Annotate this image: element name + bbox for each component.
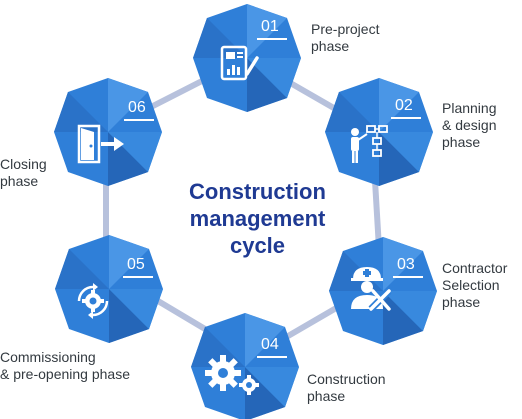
number-underline	[257, 356, 287, 358]
cycle-gear-icon	[77, 283, 109, 319]
phase-number-02: 02	[395, 97, 413, 114]
diagram-title: Construction management cycle	[189, 179, 326, 258]
phase-node-06: 06	[52, 76, 164, 188]
phase-node-05-shape	[55, 235, 163, 343]
gears-icon	[205, 355, 259, 395]
phase-number-06: 06	[128, 99, 146, 116]
document-chart-icon	[220, 45, 259, 81]
phase-node-05: 05	[53, 233, 165, 345]
number-underline	[123, 276, 153, 278]
phase-label-06: Closing phase	[0, 156, 47, 189]
phase-node-03: 03	[327, 235, 439, 347]
phase-node-02: 02	[323, 76, 435, 188]
phase-label-01: Pre-project phase	[311, 21, 380, 54]
phase-label-03: Contractor Selection phase	[442, 260, 508, 310]
exit-door-icon	[77, 124, 124, 164]
phase-number-05: 05	[127, 256, 145, 273]
number-underline	[124, 119, 154, 121]
worker-tools-icon	[351, 267, 392, 312]
number-underline	[257, 38, 287, 40]
phase-node-04: 04	[189, 311, 301, 419]
phase-label-05: Commissioning & pre-opening phase	[0, 349, 130, 382]
presenter-flowchart-icon	[351, 125, 388, 163]
phase-node-04-shape	[191, 313, 299, 419]
number-underline	[391, 117, 421, 119]
phase-number-03: 03	[397, 256, 415, 273]
phase-node-01: 01	[191, 2, 303, 114]
phase-number-04: 04	[261, 336, 279, 353]
phase-label-02: Planning & design phase	[442, 100, 497, 150]
number-underline	[393, 276, 423, 278]
phase-label-04: Construction phase	[307, 371, 386, 404]
phase-number-01: 01	[261, 18, 279, 35]
